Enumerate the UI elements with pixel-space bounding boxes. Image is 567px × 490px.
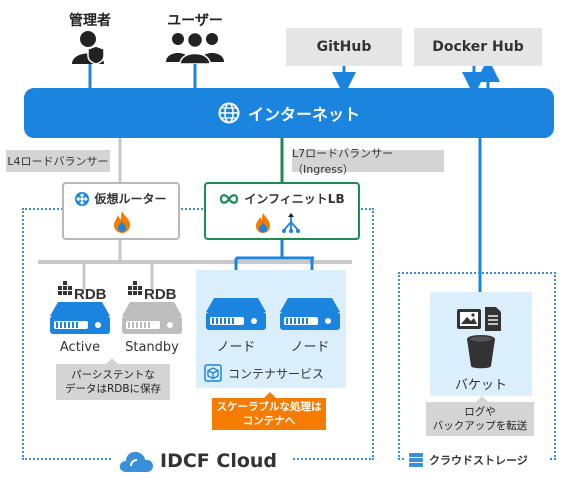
globe-icon: [218, 102, 240, 124]
image-document-icon: [457, 307, 501, 331]
lb-firewall-flame-icon: [256, 213, 270, 233]
idcf-cloud-brand: IDCF Cloud: [112, 444, 292, 478]
rdb-active-label: Active: [59, 340, 101, 355]
persistent-note: パーシステントな データはRDBに保存: [56, 364, 170, 400]
idcf-cloud-label: IDCF Cloud: [160, 450, 278, 472]
rdb-standby-logo-icon: RDB: [128, 281, 177, 302]
persistent-note-line1: パーシステントな: [71, 369, 155, 381]
internet-banner: インターネット: [24, 88, 554, 138]
router-icon: [75, 191, 90, 206]
node1-label: ノード: [216, 340, 256, 355]
firewall-flame-icon: [114, 211, 130, 233]
rdb-standby-logo-text: RDB: [144, 286, 177, 302]
infinite-lb-label: インフィニットLB: [244, 192, 345, 206]
rdb-active-logo-icon: RDB: [58, 281, 107, 302]
dockerhub-box: Docker Hub: [414, 28, 542, 66]
storage-stack-icon: [409, 453, 423, 467]
internet-label: インターネット: [247, 105, 360, 124]
scalable-note-pointer: [264, 392, 276, 398]
container-service-label: コンテナサービス: [228, 366, 325, 381]
infinite-lb-card: インフィニットLB: [204, 182, 360, 240]
users-label: ユーザー: [167, 13, 223, 29]
node2-label: ノード: [290, 340, 330, 355]
rdb-standby-server-icon: [122, 302, 182, 334]
github-box: GitHub: [286, 28, 402, 66]
log-note-pointer: [476, 396, 488, 402]
users-icon: [166, 31, 224, 64]
cloud-storage-label: クラウドストレージ: [429, 454, 528, 467]
scalable-note-line2: コンテナへ: [242, 415, 296, 427]
node2-server-icon: [280, 298, 340, 330]
persistent-note-line2: データはRDBに保存: [64, 383, 162, 395]
container-service-title: コンテナサービス: [204, 364, 344, 382]
admin-label: 管理者: [69, 13, 111, 29]
cloud-icon: [119, 451, 153, 472]
bucket-icon: [467, 335, 495, 369]
router-label: 仮想ルーター: [94, 192, 167, 206]
load-balance-icon: [282, 213, 300, 233]
rdb-active-logo-text: RDB: [74, 286, 107, 302]
infinity-icon: [220, 193, 239, 204]
cloud-storage-brand: クラウドストレージ: [404, 450, 550, 470]
scalable-note: スケーラブルな処理は コンテナへ: [212, 398, 326, 430]
rdb-active-server-icon: [50, 302, 110, 334]
admin-icon: [72, 31, 105, 64]
virtual-router-card: 仮想ルーター: [62, 182, 180, 240]
scalable-note-line1: スケーラブルな処理は: [216, 401, 322, 413]
bucket-label: バケット: [454, 378, 507, 393]
rdb-standby-label: Standby: [125, 340, 179, 355]
l4-lb-tag: L4ロードバランサー: [6, 150, 110, 172]
persistent-note-pointer: [106, 358, 118, 364]
node1-server-icon: [206, 298, 266, 330]
log-note-line2: バックアップを転送: [432, 420, 528, 432]
log-note: ログや バックアップを転送: [426, 402, 534, 436]
container-cube-icon: [204, 364, 222, 382]
l7-lb-tag: L7ロードバランサー（Ingress）: [292, 147, 444, 176]
log-note-line1: ログや: [464, 406, 496, 418]
